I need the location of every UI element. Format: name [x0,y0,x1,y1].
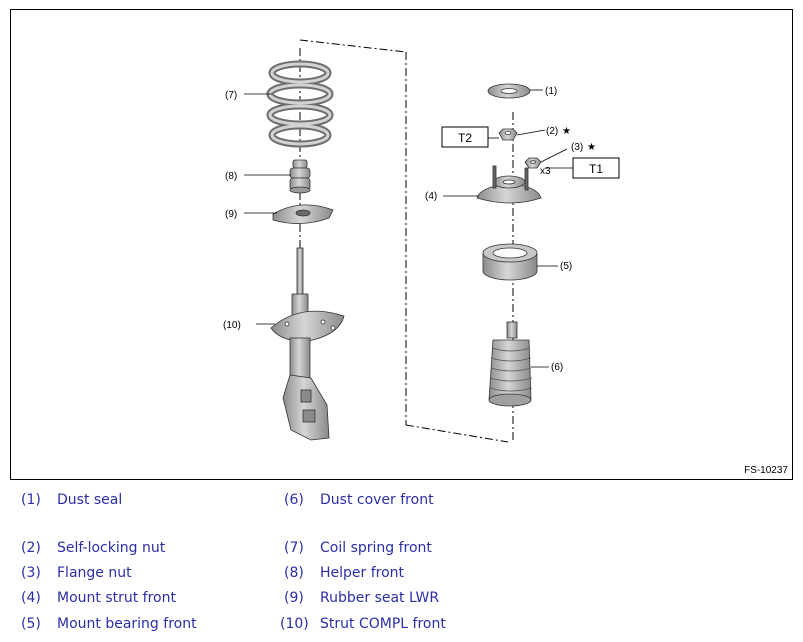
legend-item-2: (2) Self-locking nut [21,540,165,558]
legend-item-7: (7) Coil spring front [284,540,432,558]
svg-text:T1: T1 [589,162,603,176]
legend-number: (8) [284,565,304,581]
mount-bearing-front [482,243,538,281]
legend-item-3: (3) Flange nut [21,565,132,583]
torque-box-t2: T2 [441,126,489,148]
legend-item-1: (1) Dust seal [21,492,122,510]
torque-box-t1: T1 [572,157,620,179]
callout-7: (7) [225,90,237,101]
legend-number: (7) [284,540,304,556]
dust-cover-front [488,321,533,407]
legend-label: Dust cover front [320,492,434,508]
legend-item-10: (10) Strut COMPL front [280,616,446,634]
legend-item-4: (4) Mount strut front [21,590,176,608]
flange-nut [524,157,542,169]
callout-10: (10) [223,320,241,331]
svg-text:T2: T2 [458,131,472,145]
callout-qty: x3 [540,166,551,177]
legend-item-8: (8) Helper front [284,565,404,583]
legend-number: (6) [284,492,304,508]
legend-item-6: (6) Dust cover front [284,492,434,510]
legend-label: Coil spring front [320,540,432,556]
strut-compl-front [270,247,345,441]
legend-label: Mount strut front [57,590,176,606]
callout-4: (4) [425,191,437,202]
legend-item-5: (5) Mount bearing front [21,616,197,634]
legend-label: Self-locking nut [57,540,166,556]
legend-number: (9) [284,590,304,606]
helper-front [289,159,311,194]
legend-label: Strut COMPL front [320,616,446,632]
callout-5: (5) [560,261,572,272]
legend-number: (4) [21,590,41,606]
legend-number: (2) [21,540,41,556]
callout-3: (3) [571,142,583,153]
exploded-diagram: T2 T1 (7) (8) (9) (10) (1) (2) ★ (3) ★ x… [10,9,793,480]
legend-label: Mount bearing front [57,616,197,632]
callout-3-star: ★ [587,142,596,153]
self-locking-nut [498,128,518,141]
callout-1: (1) [545,86,557,97]
legend-item-9: (9) Rubber seat LWR [284,590,439,608]
legend-number: (10) [280,616,309,632]
assembly-axes [299,39,514,443]
mount-strut-front [476,165,542,204]
callout-8: (8) [225,171,237,182]
callout-2-star: ★ [562,126,571,137]
figure-code: FS-10237 [744,465,788,476]
dust-seal [487,83,531,99]
legend-label: Helper front [320,565,405,581]
coil-spring-front [266,60,334,148]
rubber-seat-lwr [272,204,334,224]
legend-number: (3) [21,565,41,581]
diagram-canvas: T2 T1 (7) (8) (9) (10) (1) (2) ★ (3) ★ x… [223,39,620,443]
legend-label: Rubber seat LWR [320,590,440,606]
legend-number: (1) [21,492,41,508]
legend-number: (5) [21,616,41,632]
callout-6: (6) [551,362,563,373]
leader-lines [244,89,573,368]
callout-9: (9) [225,209,237,220]
parts-legend: (1) Dust seal (2) Self-locking nut (3) Flan… [0,490,803,640]
legend-label: Dust seal [57,492,123,508]
legend-label: Flange nut [57,565,132,581]
callout-2: (2) [546,126,558,137]
